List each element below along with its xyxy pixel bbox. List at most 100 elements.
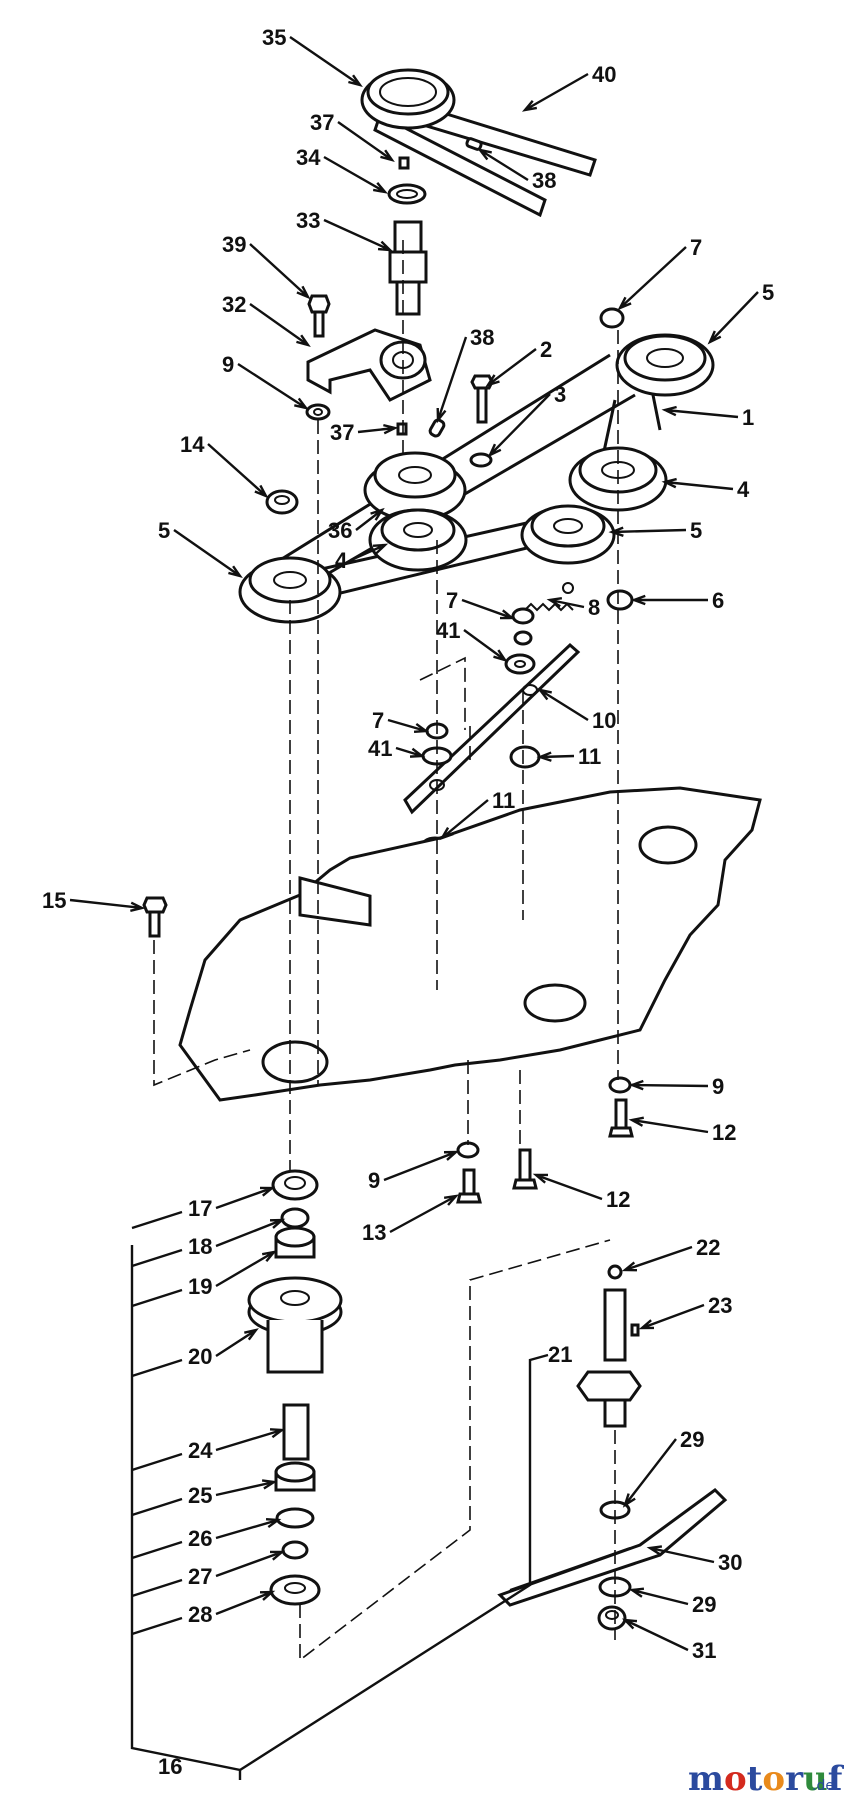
assembly-lines <box>153 240 619 1662</box>
leader-line-7 <box>617 246 687 311</box>
leader-line-22 <box>621 1245 693 1272</box>
callout-38: 38 <box>470 325 494 350</box>
key-37b <box>396 422 408 436</box>
callout-11: 11 <box>492 788 515 813</box>
leader-line-12 <box>628 1116 709 1134</box>
washer-3 <box>469 452 493 468</box>
bushing-11-right <box>509 745 541 769</box>
callout-30: 30 <box>718 1550 742 1575</box>
bracket-tick-18 <box>131 1248 183 1268</box>
top-pulley <box>360 68 456 130</box>
callout-37: 37 <box>330 420 354 445</box>
leader-line-18 <box>215 1218 286 1248</box>
leader-line-1 <box>661 405 739 419</box>
washer-9b <box>608 1076 632 1094</box>
callout-9: 9 <box>222 352 234 377</box>
callout-27: 27 <box>188 1564 212 1589</box>
leader-line-11 <box>536 751 575 762</box>
leader-line-24 <box>215 1428 286 1452</box>
callout-5: 5 <box>690 518 702 543</box>
leader-line-37 <box>357 423 399 435</box>
leader-line-17 <box>215 1186 276 1210</box>
bracket-tick-28 <box>131 1616 183 1636</box>
washer-27 <box>281 1540 309 1560</box>
leader-line-4 <box>350 543 389 562</box>
leader-line-29 <box>622 1438 677 1508</box>
washer-41-idler <box>504 653 536 675</box>
leader-line-19 <box>215 1250 278 1288</box>
callout-9: 9 <box>712 1074 724 1099</box>
callout-2: 2 <box>540 337 552 362</box>
leader-line-6 <box>630 594 708 606</box>
leader-line-30 <box>646 1545 715 1564</box>
idler-arm-10 <box>403 642 581 815</box>
callout-5: 5 <box>762 280 774 305</box>
callout-12: 12 <box>606 1187 630 1212</box>
leader-line-15 <box>69 898 146 913</box>
leader-line-8 <box>546 597 585 609</box>
callout-12: 12 <box>712 1120 736 1145</box>
retaining-ring <box>387 183 427 205</box>
leader-line-38 <box>436 336 468 424</box>
callout-32: 32 <box>222 292 246 317</box>
bracket-tick-25 <box>131 1497 183 1517</box>
callout-17: 17 <box>188 1196 212 1221</box>
callout-35: 35 <box>262 25 286 50</box>
callout-18: 18 <box>188 1234 212 1259</box>
callout-28: 28 <box>188 1602 212 1627</box>
spindle-18 <box>280 1207 310 1229</box>
bracket-tick-27 <box>131 1578 183 1598</box>
callout-29: 29 <box>680 1427 704 1452</box>
leader-line-20 <box>215 1328 259 1358</box>
callout-29: 29 <box>692 1592 716 1617</box>
leader-line-23 <box>638 1303 705 1330</box>
leader-line-32 <box>249 303 311 348</box>
pin-38b <box>428 418 446 438</box>
bolt-12b <box>512 1148 538 1190</box>
spring-8 <box>524 582 574 612</box>
callout-39: 39 <box>222 232 246 257</box>
spacer-6 <box>606 589 634 611</box>
leader-line-40 <box>521 72 589 112</box>
callout-40: 40 <box>592 62 616 87</box>
watermark-tld: .de <box>812 1778 834 1794</box>
callout-25: 25 <box>188 1483 212 1508</box>
leader-line-33 <box>323 218 394 252</box>
callout-1: 1 <box>742 405 754 430</box>
bearing-25 <box>274 1461 316 1492</box>
sleeve-24 <box>282 1403 310 1461</box>
leader-line-3 <box>487 393 551 458</box>
callout-13: 13 <box>362 1220 386 1245</box>
spindle-shaft-21 <box>576 1288 642 1428</box>
bracket <box>306 328 432 402</box>
pulley-4-center <box>368 508 468 572</box>
leader-line-2 <box>485 348 537 388</box>
callout-23: 23 <box>708 1293 732 1318</box>
callout-41: 41 <box>368 736 392 761</box>
bolt-15 <box>142 896 168 938</box>
callout-21: 21 <box>548 1342 572 1367</box>
leader-line-37 <box>337 121 395 163</box>
bolt-12a <box>608 1098 634 1138</box>
leader-line-29 <box>628 1587 689 1606</box>
leader-line-38 <box>477 148 529 182</box>
nut-7-top <box>599 307 625 329</box>
leader-line-27 <box>215 1550 286 1578</box>
watermark-brand: motoruf <box>688 1759 844 1799</box>
bracket-tick-20 <box>131 1358 183 1378</box>
seal-28 <box>269 1574 321 1606</box>
leader-line-9 <box>237 362 309 410</box>
group-bracket-16 <box>130 1245 549 1780</box>
callout-10: 10 <box>592 708 616 733</box>
leader-line-36 <box>355 507 385 531</box>
washer-9c <box>456 1141 480 1159</box>
callout-41: 41 <box>436 618 460 643</box>
callout-7: 7 <box>446 588 458 613</box>
pulley-36-center <box>363 451 467 522</box>
callout-36: 36 <box>328 518 352 543</box>
leader-line-9 <box>383 1150 460 1182</box>
bracket-tick-19 <box>131 1288 183 1308</box>
ring-26 <box>275 1507 315 1529</box>
